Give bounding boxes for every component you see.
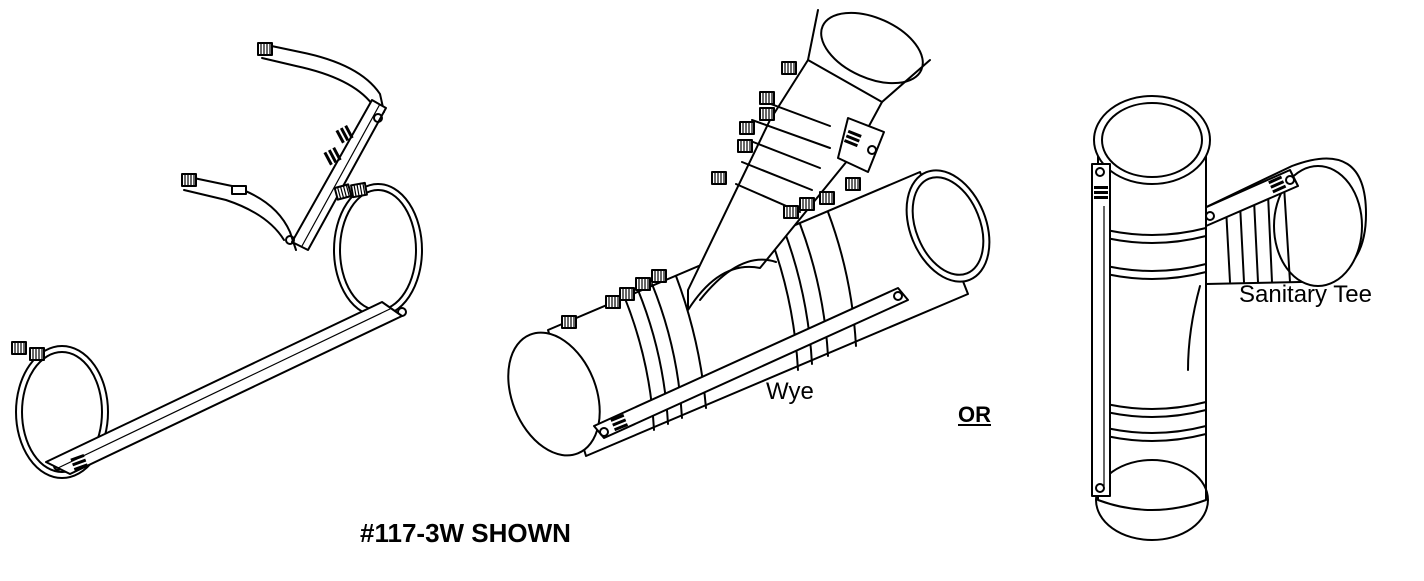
model-shown-caption: #117-3W SHOWN [360, 518, 571, 548]
left-clamp-ring [11, 341, 109, 479]
wye-fitting-drawing [507, 9, 991, 457]
lower-bracket-arm [181, 173, 297, 251]
support-strap [45, 301, 403, 475]
sanitary-tee-drawing [1091, 95, 1367, 541]
or-label: OR [958, 402, 991, 427]
right-clamp-ring [333, 181, 423, 317]
upper-bracket-arm [257, 42, 387, 251]
sanitary-tee-label: Sanitary Tee [1239, 281, 1372, 308]
wye-label: Wye [766, 378, 814, 405]
bracket-kit-drawing [11, 42, 423, 479]
